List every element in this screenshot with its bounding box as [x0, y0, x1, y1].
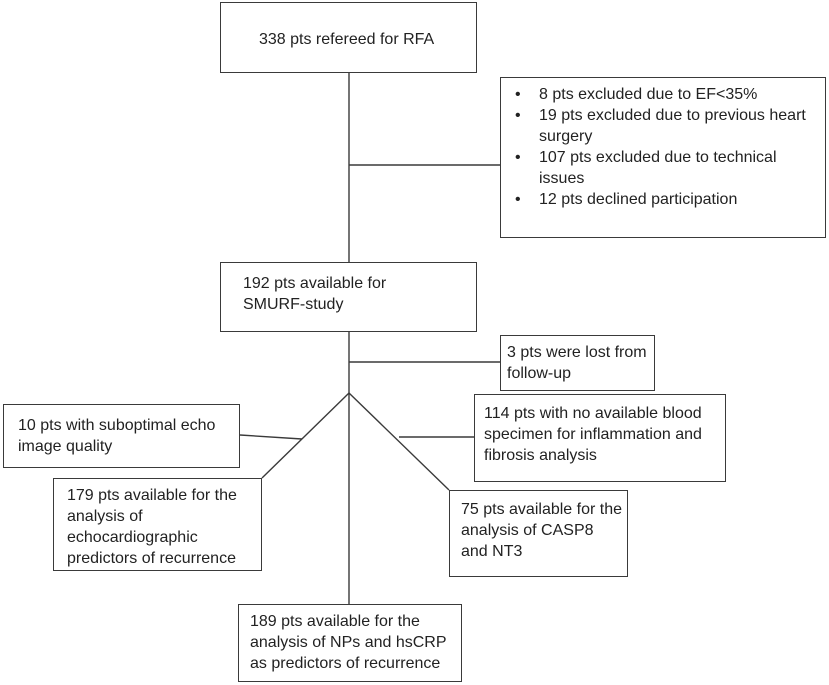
exclusions-list: • 8 pts excluded due to EF<35% • 19 pts … — [505, 84, 821, 210]
connector-suboptimal-echo — [239, 434, 303, 440]
lost-followup-box: 3 pts were lost from follow-up — [500, 335, 655, 391]
referred-box: 338 pts refereed for RFA — [220, 2, 477, 73]
bullet-icon: • — [515, 191, 521, 208]
casp8-analysis-box: 75 pts available for the analysis of CAS… — [449, 490, 628, 577]
exclusion-item: • 19 pts excluded due to previous heart … — [505, 105, 821, 147]
no-blood-specimen-label: 114 pts with no available blood specimen… — [484, 405, 702, 464]
suboptimal-echo-box: 10 pts with suboptimal echo image qualit… — [3, 404, 240, 468]
available-study-label: 192 pts available for SMURF-study — [243, 275, 387, 313]
nps-analysis-box: 189 pts available for the analysis of NP… — [238, 604, 462, 682]
connector-branch-right — [348, 392, 450, 491]
exclusion-text: 107 pts excluded due to technical issues — [539, 149, 777, 187]
casp8-analysis-label: 75 pts available for the analysis of CAS… — [461, 501, 622, 560]
exclusion-item: • 12 pts declined participation — [505, 189, 821, 210]
exclusions-box: • 8 pts excluded due to EF<35% • 19 pts … — [500, 77, 826, 238]
echo-analysis-box: 179 pts available for the analysis of ec… — [53, 478, 262, 571]
exclusion-item: • 107 pts excluded due to technical issu… — [505, 147, 821, 189]
bullet-icon: • — [515, 86, 521, 103]
suboptimal-echo-label: 10 pts with suboptimal echo image qualit… — [18, 417, 216, 455]
exclusion-text: 8 pts excluded due to EF<35% — [539, 86, 758, 103]
exclusion-text: 12 pts declined participation — [539, 191, 738, 208]
available-study-box: 192 pts available for SMURF-study — [220, 262, 477, 332]
exclusion-text: 19 pts excluded due to previous heart su… — [539, 107, 806, 145]
exclusion-item: • 8 pts excluded due to EF<35% — [505, 84, 821, 105]
nps-analysis-label: 189 pts available for the analysis of NP… — [250, 613, 447, 672]
bullet-icon: • — [515, 107, 521, 124]
lost-followup-label: 3 pts were lost from follow-up — [507, 344, 647, 382]
bullet-icon: • — [515, 149, 521, 166]
echo-analysis-label: 179 pts available for the analysis of ec… — [67, 487, 237, 567]
connector-branch-left — [261, 392, 350, 479]
referred-label: 338 pts refereed for RFA — [259, 31, 435, 48]
no-blood-specimen-box: 114 pts with no available blood specimen… — [474, 394, 726, 482]
